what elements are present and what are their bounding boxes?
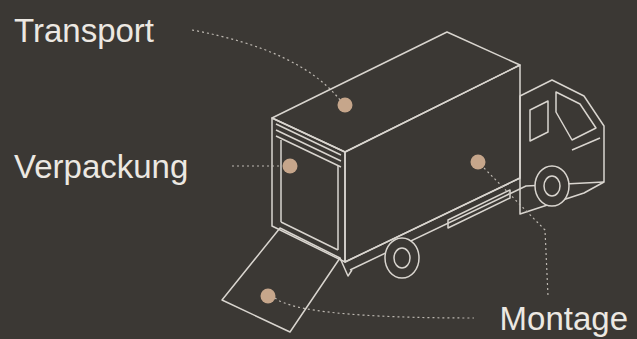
rear-wheel bbox=[385, 238, 419, 278]
part-label: Transport bbox=[14, 14, 154, 47]
front-hub bbox=[544, 176, 560, 196]
box-side bbox=[345, 65, 520, 262]
marker-dot bbox=[471, 155, 486, 170]
leader-line bbox=[192, 30, 340, 100]
marker-dot bbox=[283, 159, 298, 174]
side-window bbox=[530, 101, 548, 141]
front-wheel bbox=[535, 166, 569, 206]
marker-dot bbox=[261, 289, 276, 304]
box-rear bbox=[272, 118, 345, 262]
leader-line bbox=[232, 165, 282, 166]
markers bbox=[261, 98, 486, 304]
cab-line bbox=[572, 138, 600, 150]
ramp-hinge bbox=[340, 258, 352, 276]
part-label: Montage bbox=[500, 302, 628, 335]
side-box bbox=[448, 190, 510, 228]
cab-window bbox=[556, 92, 596, 140]
leader-lines bbox=[192, 30, 548, 318]
rear-hub bbox=[394, 248, 410, 268]
marker-dot bbox=[338, 98, 353, 113]
cab bbox=[520, 80, 604, 214]
leader-line bbox=[275, 298, 474, 318]
ramp bbox=[222, 228, 340, 332]
box-top bbox=[272, 32, 520, 152]
truck-outline bbox=[222, 32, 604, 332]
part-label: Verpackung bbox=[14, 150, 188, 183]
leader-line bbox=[484, 168, 548, 296]
